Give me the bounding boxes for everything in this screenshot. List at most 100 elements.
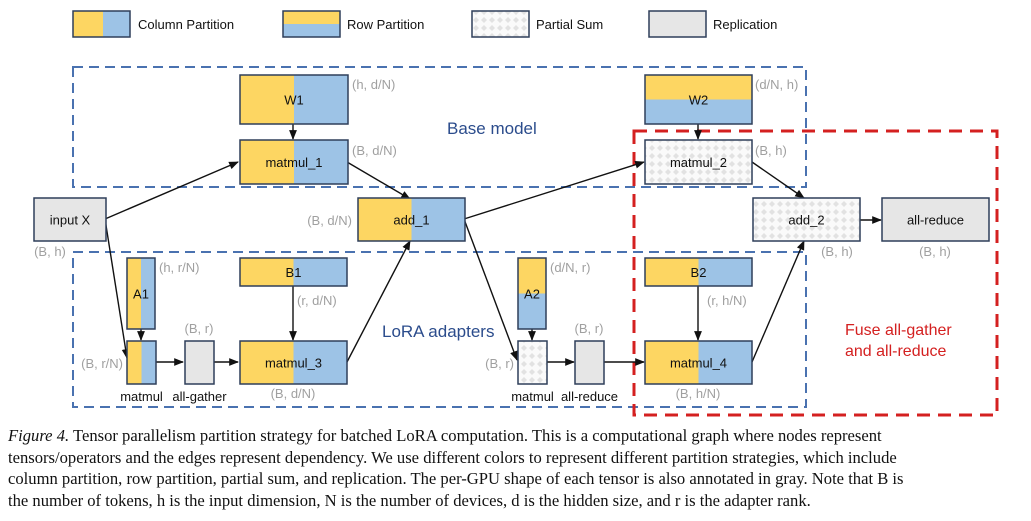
caption-line-2: tensors/operators and the edges represen… — [8, 447, 897, 467]
legend-column-swatch-blue — [103, 11, 130, 37]
node-add-1-yellow-half — [358, 198, 412, 241]
legend-row-swatch-blue — [283, 24, 340, 37]
node-all-reduce-lora: all-reduce(B, r) — [561, 321, 618, 404]
node-input-x-border — [33, 197, 107, 242]
node-w1-yellow-half — [240, 75, 294, 124]
node-a2: A2(d/N, r) — [517, 257, 590, 330]
node-a1-shape: (h, r/N) — [159, 260, 199, 275]
node-all-reduce-final-shape: (B, h) — [919, 244, 951, 259]
caption-line-1-text: Tensor parallelism partition strategy fo… — [69, 426, 882, 445]
node-a1-yellow-half — [127, 258, 141, 329]
node-matmul-3-shape: (B, d/N) — [271, 386, 316, 401]
figure-caption: Figure 4. Tensor parallelism partition s… — [8, 425, 1028, 511]
node-matmul-2-fill — [645, 140, 752, 184]
fuse-region — [632, 129, 999, 417]
partition-diagram: Column Partition Row Partition Partial S… — [33, 10, 999, 417]
node-b2-yellow-half — [645, 258, 699, 286]
legend-partial-sum: Partial Sum — [471, 10, 603, 38]
node-all-reduce-final-label: all-reduce — [907, 213, 964, 228]
edge-input-to-matmul1 — [104, 161, 239, 220]
node-b2-label: B2 — [691, 265, 707, 280]
node-a1-label: A1 — [133, 287, 149, 302]
node-add-1-shape: (B, d/N) — [307, 213, 352, 228]
fuse-title-line1: Fuse all-gather — [845, 322, 952, 339]
node-matmul-2-border — [644, 139, 753, 185]
node-matmul-2-shape: (B, h) — [755, 143, 787, 158]
node-matmul-a1-shape: (B, r/N) — [81, 356, 123, 371]
node-a2-yellow-half — [518, 258, 546, 294]
node-all-gather-label: all-gather — [172, 389, 227, 404]
node-matmul-4: matmul_4(B, h/N) — [644, 340, 753, 401]
node-all-gather-border — [184, 340, 215, 385]
caption-line-4: the number of tokens, h is the input dim… — [8, 490, 811, 510]
node-matmul-1-border — [239, 139, 349, 185]
node-all-reduce-lora-fill — [575, 341, 604, 384]
fuse-title-line2: and all-reduce — [845, 343, 947, 360]
node-all-reduce-lora-shape: (B, r) — [575, 321, 604, 336]
node-a2-border — [517, 257, 547, 330]
node-matmul-a1-blue-half — [141, 341, 156, 384]
node-matmul-4-shape: (B, h/N) — [676, 386, 721, 401]
legend-row-label: Row Partition — [347, 17, 424, 32]
node-w1-blue-half — [294, 75, 348, 124]
node-all-reduce-final-border — [881, 197, 990, 242]
node-all-gather-fill — [185, 341, 214, 384]
legend-replication-swatch — [648, 10, 707, 38]
legend-partial-label: Partial Sum — [536, 17, 603, 32]
node-matmul-a2-fill — [518, 341, 547, 384]
node-matmul-2: matmul_2 (B, h) — [644, 139, 787, 185]
edge-add1-to-matmul-a2 — [463, 218, 518, 361]
edges — [104, 124, 882, 366]
node-matmul-4-border — [644, 340, 753, 385]
node-matmul-1: matmul_1(B, d/N) — [239, 139, 397, 185]
node-w2-border — [644, 74, 753, 125]
node-matmul-a2: matmul(B, r) — [485, 340, 554, 404]
node-w1-shape: (h, d/N) — [352, 77, 395, 92]
node-add-1-border — [357, 197, 466, 242]
node-add-2-fill — [753, 198, 860, 241]
node-matmul-4-blue-half — [698, 341, 752, 384]
node-add-2: add_2(B, h) — [752, 197, 861, 259]
node-add-1-blue-half — [411, 198, 465, 241]
lora-adapters-title: LoRA adapters — [382, 322, 494, 341]
legend-column-partition: Column Partition — [72, 10, 234, 38]
legend-replication-label: Replication — [713, 17, 777, 32]
node-a1: A1 (h, r/N) — [126, 257, 199, 330]
base-model-title: Base model — [447, 119, 537, 138]
node-matmul-3-yellow-half — [240, 341, 294, 384]
node-all-reduce-final: all-reduce (B, h) — [881, 197, 990, 259]
node-b2-blue-half — [698, 258, 752, 286]
caption-line-1: Figure 4. Tensor parallelism partition s… — [8, 425, 1028, 447]
node-matmul-a1-yellow-half — [127, 341, 142, 384]
node-matmul-1-yellow-half — [240, 140, 294, 184]
node-all-reduce-lora-border — [574, 340, 605, 385]
node-matmul-3: matmul_3(B, d/N) — [239, 340, 348, 401]
node-a1-border — [126, 257, 156, 330]
edge-matmul4-to-add2 — [751, 240, 805, 363]
node-input-x-label: input X — [50, 213, 91, 228]
node-matmul-3-blue-half — [293, 341, 347, 384]
node-matmul-1-label: matmul_1 — [265, 155, 322, 170]
node-w1-label: W1 — [284, 93, 304, 108]
node-matmul-2-label: matmul_2 — [670, 155, 727, 170]
legend-row-swatch-yellow — [283, 11, 340, 24]
node-b1-label: B1 — [286, 265, 302, 280]
node-w2-shape: (d/N, h) — [755, 77, 798, 92]
node-b2-shape: (r, h/N) — [707, 293, 747, 308]
node-w2-yellow-half — [645, 75, 752, 100]
node-input-x-shape: (B, h) — [34, 244, 66, 259]
node-b1-shape: (r, d/N) — [297, 293, 337, 308]
node-matmul-1-blue-half — [294, 140, 348, 184]
node-add-2-border — [752, 197, 861, 242]
caption-line-3: column partition, row partition, partial… — [8, 469, 904, 488]
base-model-region — [72, 66, 807, 188]
edge-matmul3-to-add1 — [346, 240, 411, 363]
node-b1-yellow-half — [240, 258, 294, 286]
node-add-2-label: add_2 — [788, 213, 824, 228]
node-b1-blue-half — [293, 258, 347, 286]
legend: Column Partition Row Partition Partial S… — [72, 10, 777, 38]
node-matmul-a1-border — [126, 340, 157, 385]
legend-row-partition: Row Partition — [282, 10, 424, 38]
node-a2-blue-half — [518, 293, 546, 329]
caption-figure-label: Figure 4. — [8, 426, 70, 445]
